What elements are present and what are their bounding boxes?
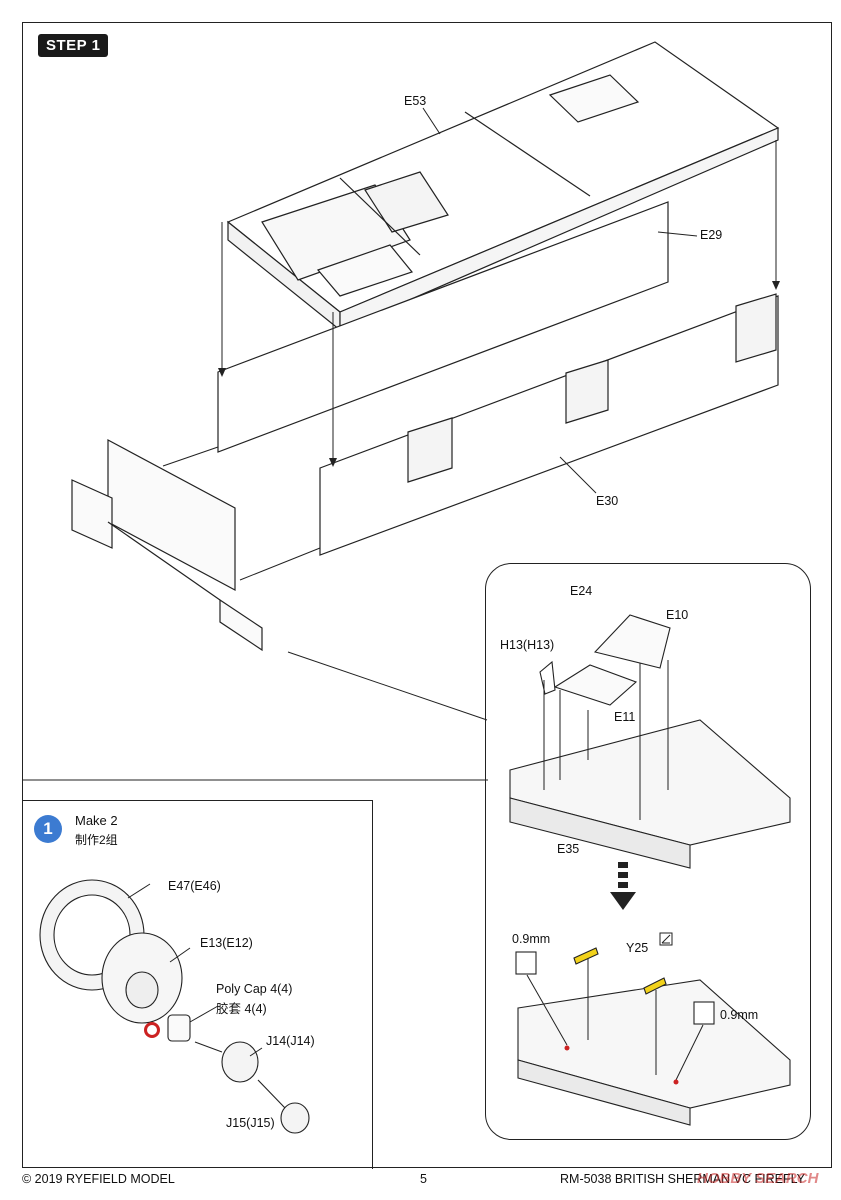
label-drill-right: 0.9mm <box>720 1008 759 1022</box>
footer-product: RM-5038 BRITISH SHERMAN VC FIREFLY <box>560 1172 805 1186</box>
label-j14: J14(J14) <box>266 1034 315 1048</box>
etch-part-icon <box>659 932 673 946</box>
label-e47: E47(E46) <box>168 879 221 893</box>
detail-inset-panel <box>485 563 811 1140</box>
watermark: HOBBY SEARCH <box>697 1170 819 1187</box>
e29-plate <box>217 201 669 453</box>
label-j15: J15(J15) <box>226 1116 275 1130</box>
label-polycap-cn: 胶套 4(4) <box>216 1002 267 1016</box>
poly-cap <box>167 1014 191 1042</box>
rear-plate <box>107 438 236 592</box>
make-quantity-cn: 制作2组 <box>75 833 118 847</box>
step-badge: STEP 1 <box>38 34 109 57</box>
footer-copyright: © 2019 RYEFIELD MODEL <box>22 1172 175 1186</box>
label-e10: E10 <box>666 608 689 622</box>
sub-step-number: 1 <box>34 815 62 843</box>
label-e53: E53 <box>404 94 427 108</box>
y25-etch-left <box>573 947 599 965</box>
label-e35: E35 <box>557 842 580 856</box>
main-frame <box>22 22 832 1168</box>
label-h13: H13(H13) <box>500 638 555 652</box>
j15-cap <box>280 1102 310 1134</box>
j14-hub <box>221 1041 259 1083</box>
label-polycap: Poly Cap 4(4) <box>216 982 293 996</box>
e30-plate <box>319 295 779 556</box>
label-drill-left: 0.9mm <box>512 932 551 946</box>
label-e11: E11 <box>614 710 636 724</box>
label-e29: E29 <box>700 228 723 242</box>
label-e30: E30 <box>596 494 619 508</box>
make-quantity: Make 2 <box>75 813 118 828</box>
label-e24: E24 <box>570 584 593 598</box>
label-e13: E13(E12) <box>200 936 253 950</box>
sub-assembly-panel <box>22 800 373 1169</box>
label-y25: Y25 <box>626 941 649 955</box>
y25-etch-right <box>643 977 667 995</box>
footer-page-number: 5 <box>420 1172 427 1186</box>
